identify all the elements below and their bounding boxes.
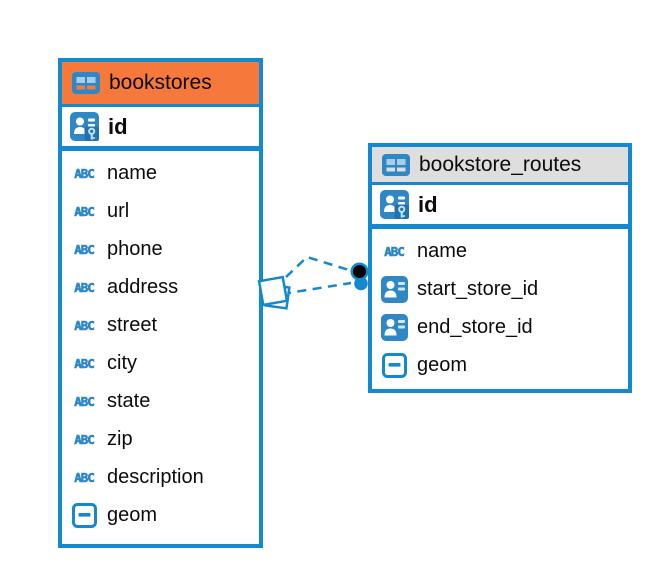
column-row-start-store-id[interactable]: start_store_id xyxy=(372,270,628,308)
column-row-city[interactable]: ABC city xyxy=(62,344,259,382)
column-name: zip xyxy=(107,427,133,450)
relationship-source-marker xyxy=(257,275,291,310)
geometry-type-icon xyxy=(381,352,407,378)
column-name: city xyxy=(107,351,137,374)
relationship-line-upper xyxy=(285,255,353,278)
primary-key-icon xyxy=(70,112,99,141)
column-row-street[interactable]: ABC street xyxy=(62,306,259,344)
column-row-phone[interactable]: ABC phone xyxy=(62,230,259,268)
primary-key-icon xyxy=(380,190,409,219)
columns-list: ABC name start_store_id xyxy=(372,229,628,389)
column-name: name xyxy=(107,161,158,184)
table-header-bookstore-routes[interactable]: bookstore_routes xyxy=(372,147,628,185)
primary-key-name: id xyxy=(108,113,128,139)
foreign-key-icon xyxy=(380,275,408,303)
column-row-zip[interactable]: ABC zip xyxy=(62,420,259,458)
table-card-bookstores[interactable]: bookstores id ABC name ABC xyxy=(58,58,263,548)
column-row-geom[interactable]: geom xyxy=(62,496,259,534)
column-name: state xyxy=(107,389,151,412)
table-card-bookstore-routes[interactable]: bookstore_routes id ABC name xyxy=(368,143,632,393)
column-name: phone xyxy=(107,237,163,260)
column-name: geom xyxy=(107,503,158,526)
column-row-url[interactable]: ABC url xyxy=(62,192,259,230)
foreign-key-icon xyxy=(380,313,408,341)
columns-list: ABC name ABC url ABC phone ABC address A… xyxy=(62,151,259,544)
column-row-description[interactable]: ABC description xyxy=(62,458,259,496)
text-type-icon: ABC xyxy=(74,241,95,257)
text-type-icon: ABC xyxy=(74,355,95,371)
column-name: end_store_id xyxy=(417,315,533,338)
column-name: start_store_id xyxy=(417,277,539,300)
column-row-geom[interactable]: geom xyxy=(372,346,628,384)
column-name: name xyxy=(417,239,468,262)
text-type-icon: ABC xyxy=(74,279,95,295)
column-name: geom xyxy=(417,353,468,376)
text-type-icon: ABC xyxy=(74,393,95,409)
column-row-end-store-id[interactable]: end_store_id xyxy=(372,308,628,346)
column-name: description xyxy=(107,465,204,488)
table-icon xyxy=(382,153,410,176)
column-row-address[interactable]: ABC address xyxy=(62,268,259,306)
text-type-icon: ABC xyxy=(384,243,405,259)
column-row-state[interactable]: ABC state xyxy=(62,382,259,420)
column-row-name[interactable]: ABC name xyxy=(62,154,259,192)
primary-key-row[interactable]: id xyxy=(62,107,259,151)
text-type-icon: ABC xyxy=(74,203,95,219)
relationship-target-marker xyxy=(350,262,369,291)
column-row-name[interactable]: ABC name xyxy=(372,232,628,270)
primary-key-row[interactable]: id xyxy=(372,185,628,229)
table-icon xyxy=(72,72,100,94)
text-type-icon: ABC xyxy=(74,469,95,485)
primary-key-name: id xyxy=(418,191,438,217)
geometry-type-icon xyxy=(71,502,97,528)
table-title: bookstores xyxy=(109,71,212,94)
column-name: street xyxy=(107,313,158,336)
column-name: url xyxy=(107,199,130,222)
table-title: bookstore_routes xyxy=(419,152,582,176)
column-name: address xyxy=(107,275,179,298)
relationship-line-lower xyxy=(281,281,352,296)
text-type-icon: ABC xyxy=(74,431,95,447)
text-type-icon: ABC xyxy=(74,165,95,181)
table-header-bookstores[interactable]: bookstores xyxy=(62,62,259,107)
text-type-icon: ABC xyxy=(74,317,95,333)
